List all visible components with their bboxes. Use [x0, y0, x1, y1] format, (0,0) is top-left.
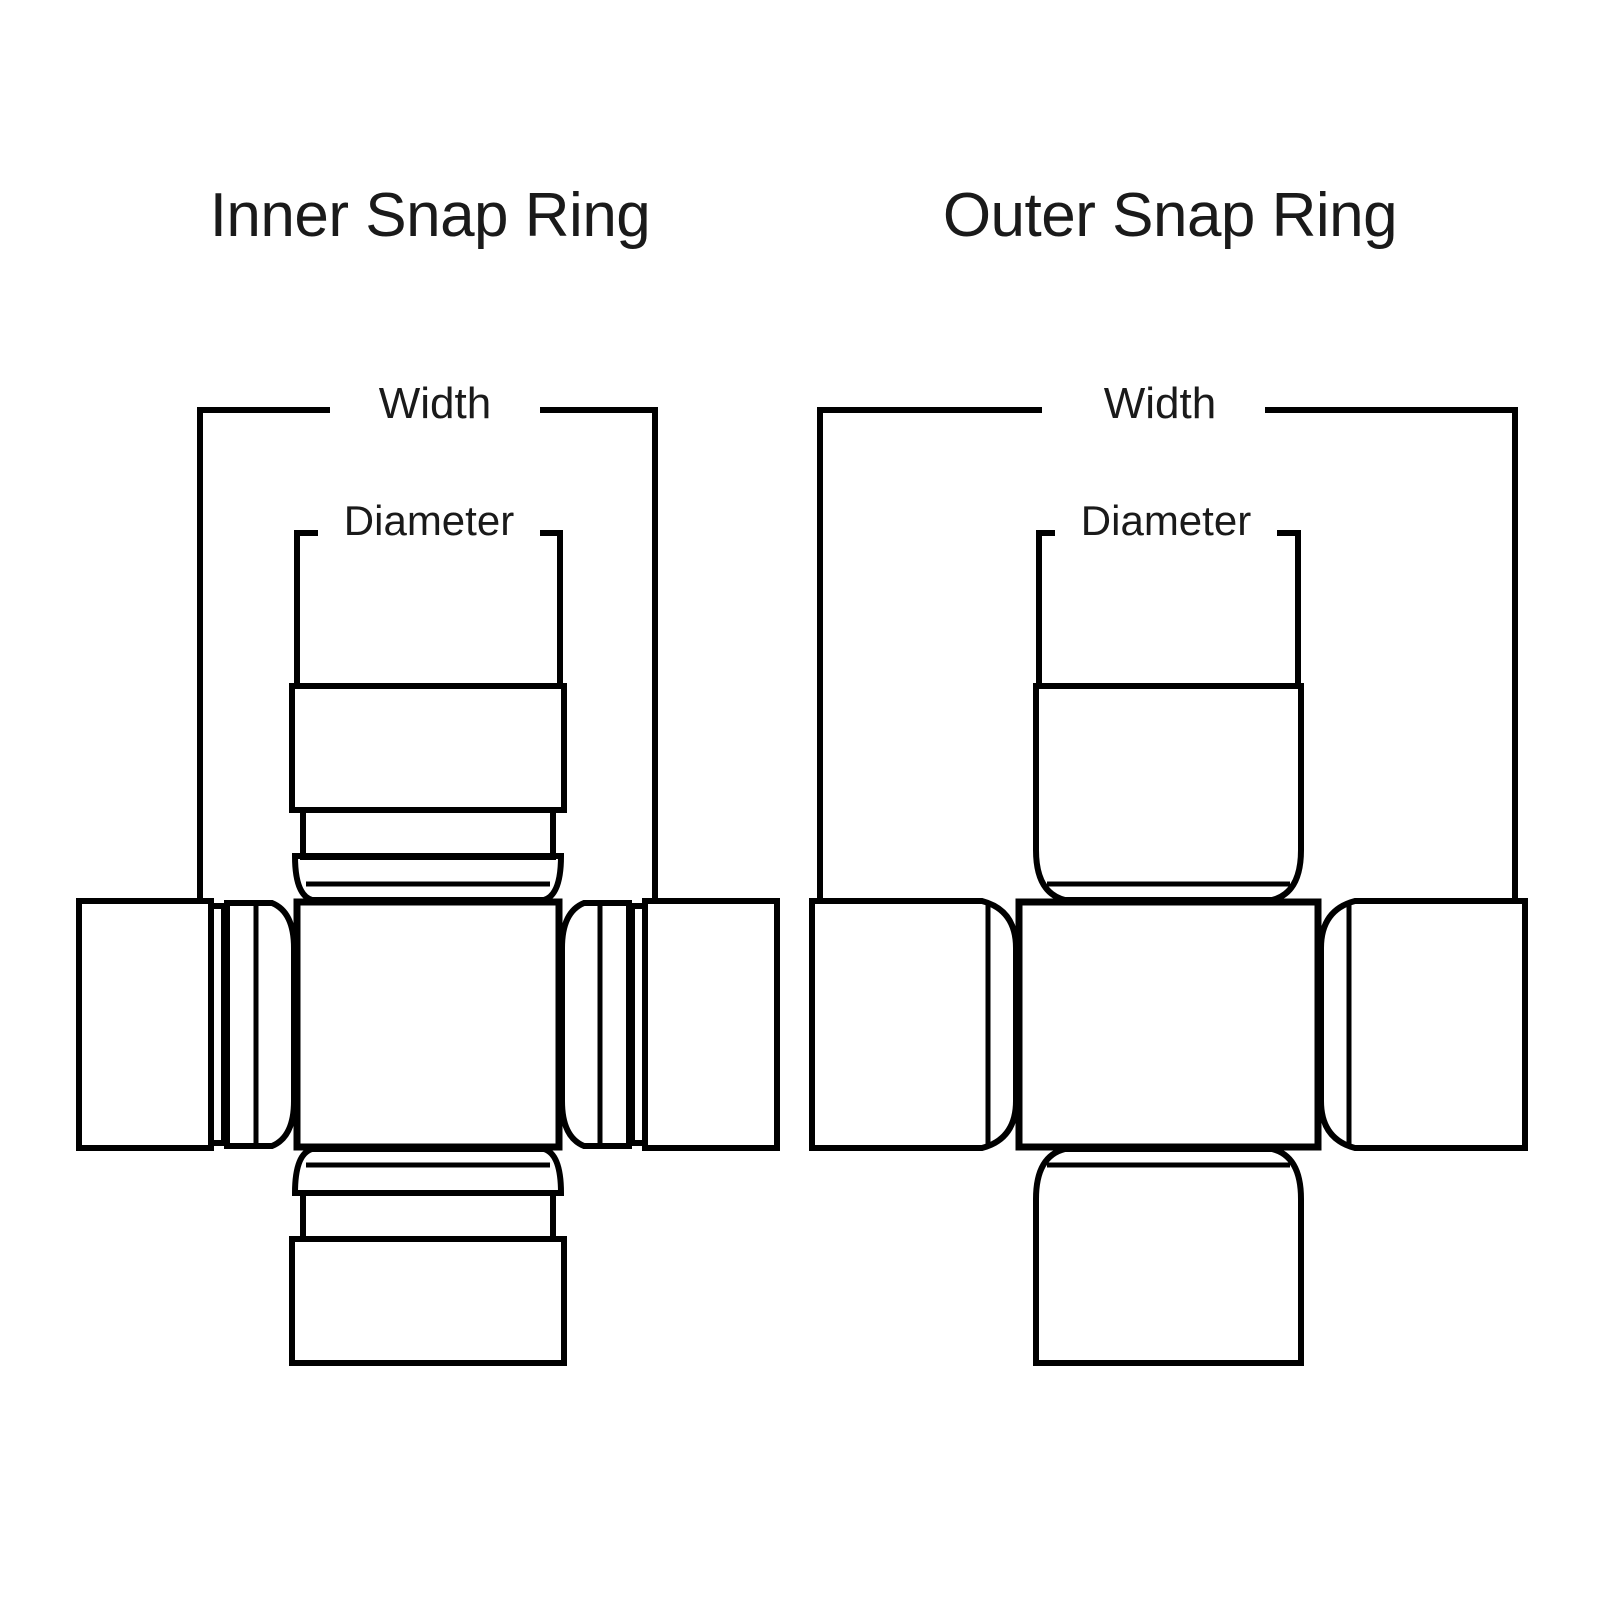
right-arm-right-panel	[1318, 898, 1528, 1151]
right-arm-left-panel	[559, 898, 780, 1151]
width-dimension-label-right: Width	[1055, 382, 1265, 426]
diameter-dimension-bracket-left	[294, 530, 563, 686]
panel-title-inner-snap-ring: Inner Snap Ring	[209, 181, 651, 250]
width-dimension-bracket-left	[197, 407, 658, 900]
inner-snap-ring-drawing	[76, 407, 780, 1366]
left-arm-right-panel	[809, 898, 1019, 1151]
top-bearing-cap-right	[1033, 683, 1304, 903]
width-dimension-bracket-right	[817, 407, 1518, 900]
width-dimension-label-left: Width	[330, 382, 540, 426]
diameter-dimension-label-right: Diameter	[1055, 500, 1277, 542]
panel-title-outer-snap-ring: Outer Snap Ring	[942, 181, 1398, 250]
bottom-bearing-cap-right	[1033, 1146, 1304, 1366]
center-cross-body-left	[293, 898, 563, 1151]
left-arm-left-panel	[76, 898, 297, 1151]
center-cross-body-right	[1015, 898, 1322, 1151]
diameter-dimension-label-left: Diameter	[318, 500, 540, 542]
bottom-bearing-cap-left	[289, 1146, 567, 1366]
top-bearing-cap-left	[289, 683, 567, 903]
outer-snap-ring-drawing	[809, 407, 1528, 1366]
diameter-dimension-bracket-right	[1036, 530, 1301, 686]
